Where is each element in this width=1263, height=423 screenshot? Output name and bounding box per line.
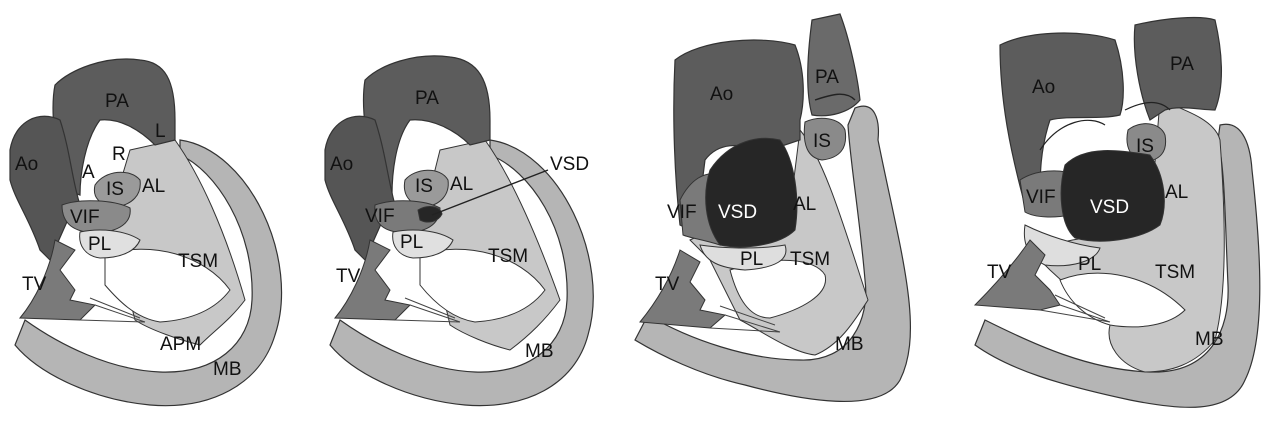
panel-2-label-vif: VIF [365,206,395,227]
panel-4-label-is: IS [1136,136,1154,157]
panel-1: PA Ao A R L IS AL VIF PL TV TSM APM MB [10,59,282,406]
panel-3-label-al: AL [793,194,816,215]
panel-3-label-tsm: TSM [790,249,830,270]
panel-4-label-tsm: TSM [1155,262,1195,283]
panel-3-label-vif: VIF [667,202,697,223]
panel-2-label-al: AL [450,174,473,195]
panel-1-label-apm: APM [160,334,201,355]
panel-1-label-ao: Ao [15,154,38,175]
panel-1-label-tsm: TSM [178,251,218,272]
panel-4-label-vsd: VSD [1090,197,1129,218]
panel-1-label-vif: VIF [70,207,100,228]
panel-4-label-pl: PL [1078,254,1101,275]
panel-1-label-a: A [82,162,95,183]
panel-2-label-pl: PL [400,232,423,253]
panel-1-label-mb: MB [213,359,242,380]
panel-4-label-pa: PA [1170,54,1194,75]
panel-1-label-l: L [155,121,166,142]
panel-4-label-ao: Ao [1032,77,1055,98]
panel-2-label-vsd: VSD [550,154,589,175]
panel-1-label-r: R [112,144,126,165]
panel-1-label-pa: PA [105,91,129,112]
panel-4: Ao PA IS VIF VSD AL TV PL TSM MB [975,18,1260,408]
panel-4-label-vif: VIF [1026,187,1056,208]
panel-3-label-vsd: VSD [718,202,757,223]
panel-1-label-pl: PL [88,234,111,255]
panel-2-label-tv: TV [336,266,361,287]
panel-1-label-tv: TV [22,274,47,295]
panel-2-label-ao: Ao [330,154,353,175]
panel-4-septal-defect [1061,151,1164,242]
panel-3-septal-defect [706,138,797,247]
panel-2-label-tsm: TSM [488,246,528,267]
panel-3-label-mb: MB [835,334,864,355]
panel-3-label-tv: TV [655,274,680,295]
panel-3-label-pl: PL [740,249,763,270]
panel-3-label-pa: PA [815,67,839,88]
panel-2-label-mb: MB [525,341,554,362]
panel-1-label-is: IS [106,179,124,200]
panel-3-label-ao: Ao [710,84,733,105]
panel-2-label-pa: PA [415,88,439,109]
panel-3: Ao PA IS VIF VSD AL TV PL TSM MB [635,14,910,401]
panel-4-label-mb: MB [1195,329,1224,350]
panel-1-label-al: AL [142,176,165,197]
panel-3-label-is: IS [813,131,831,152]
panel-4-label-tv: TV [987,262,1012,283]
panel-2: PA Ao IS AL VSD VIF PL TV TSM MB [325,56,593,406]
panel-2-label-is: IS [415,176,433,197]
panel-4-label-al: AL [1165,182,1188,203]
